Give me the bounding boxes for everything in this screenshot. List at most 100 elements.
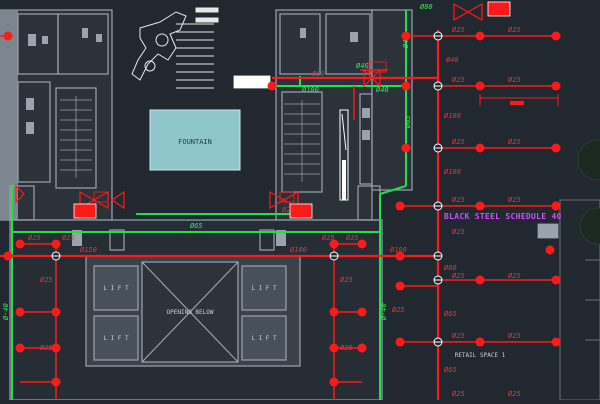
fountain-area (149, 109, 241, 171)
lift-label-d: L I F T (251, 335, 277, 342)
red-pipe-labels: Ø25 Ø25 Ø40 Ø25 Ø25 Ø100 Ø25 Ø25 Ø100 Ø2… (28, 26, 521, 398)
sprinkler-head (357, 239, 367, 249)
sprinkler-head (329, 343, 339, 353)
pipe-size-label: Ø40 (402, 35, 410, 48)
pipe-size-label: Ø25 (452, 228, 465, 236)
pipe-size-label: Ø80 (312, 70, 325, 78)
pump-boxes (73, 1, 559, 239)
sprinkler-head (357, 343, 367, 353)
pipe-size-label: Ø40 (376, 86, 389, 94)
riser-detail-symbol (131, 7, 219, 89)
sprinkler-head (51, 307, 61, 317)
sprinkler-head (551, 275, 561, 285)
pipe-size-label: Ø100 (444, 112, 461, 120)
sprinkler-head (329, 307, 339, 317)
pipe-size-label: Ø25 (452, 332, 465, 340)
pipe-size-label: Ø25 (452, 390, 465, 398)
pipe-size-label: Ø25 (508, 332, 521, 340)
pipe-size-label: Ø25 (62, 234, 75, 242)
sprinkler-head (267, 81, 277, 91)
sprinkler-head (51, 377, 61, 387)
pipe-size-label: Ø-40 (2, 303, 10, 320)
sprinkler-head (51, 343, 61, 353)
pipe-size-label: Ø100 (390, 246, 407, 254)
sprinkler-head (475, 31, 485, 41)
stair-left (60, 96, 92, 178)
sprinkler-head (551, 143, 561, 153)
sprinkler-head (395, 251, 405, 261)
lift-label-a: L I F T (103, 285, 129, 292)
sprinkler-head (401, 143, 411, 153)
pipe-size-label: Ø65 (444, 310, 457, 318)
sprinkler-head (3, 251, 13, 261)
pipe-size-label: Ø100 (302, 86, 319, 94)
sprinkler-head (395, 337, 405, 347)
pipe-size-label: Ø25 (508, 196, 521, 204)
pipe-size-label: Ø40 (356, 62, 369, 70)
pipe-size-label: Ø25 (40, 344, 53, 352)
retail-space-label: RETAIL SPACE 1 (455, 352, 506, 359)
pipe-size-label: Ø25 (340, 276, 353, 284)
sprinkler-head (475, 275, 485, 285)
pipe-size-label: Ø25 (508, 138, 521, 146)
sprinkler-head (475, 81, 485, 91)
pipe-size-label: Ø25 (340, 344, 353, 352)
pipe-size-label: Ø65 (404, 115, 412, 128)
sprinkler-head (551, 337, 561, 347)
sprinkler-heads (3, 31, 561, 387)
landscape-shrubs (577, 139, 600, 245)
sprinkler-head (3, 31, 13, 41)
sprinkler-head (357, 307, 367, 317)
stair-center (284, 100, 320, 182)
sprinkler-head (15, 307, 25, 317)
sprinkler-head (475, 143, 485, 153)
pipe-size-label: Ø25 (452, 138, 465, 146)
lift-label-c: L I F T (251, 285, 277, 292)
sprinkler-head (401, 81, 411, 91)
pipe-size-label: Ø-40 (380, 303, 388, 320)
lift-label-b: L I F T (103, 335, 129, 342)
sprinkler-head (51, 239, 61, 249)
pipe-size-label: Ø25 (452, 26, 465, 34)
sprinkler-head (15, 239, 25, 249)
sprinkler-head (15, 343, 25, 353)
sprinkler-head (545, 245, 555, 255)
pipe-size-label: Ø25 (28, 234, 41, 242)
pipe-size-label: Ø40 (446, 56, 459, 64)
pipe-size-label: Ø25 (508, 272, 521, 280)
sprinkler-head (551, 201, 561, 211)
sprinkler-head (475, 337, 485, 347)
green-piping (11, 10, 407, 400)
sprinkler-head (329, 377, 339, 387)
pipe-size-label: Ø100 (290, 246, 307, 254)
pipe-size-label: Ø25 (346, 234, 359, 242)
pipe-size-label: Ø80 (444, 264, 457, 272)
pipe-size-label: Ø25 (452, 196, 465, 204)
pipe-size-label: Ø25 (508, 26, 521, 34)
pipe-size-label: Ø25 (508, 76, 521, 84)
opening-below-label: OPENING BELOW (167, 309, 214, 316)
pipe-size-label: Ø25 (452, 76, 465, 84)
pipe-size-label: Ø100 (444, 168, 461, 176)
pipe-size-label: Ø25 (40, 276, 53, 284)
pipe-size-label: Ø150 (80, 246, 97, 254)
material-specification-label: BLACK STEEL SCHEDULE 40 (444, 212, 562, 221)
pipe-size-label: Ø25 (282, 206, 295, 214)
hatch-panel (339, 109, 349, 201)
red-piping (0, 30, 559, 400)
pipe-size-label: Ø25 (322, 234, 335, 242)
pipe-size-label: Ø25 (508, 390, 521, 398)
pipe-size-label: Ø25 (452, 272, 465, 280)
pipe-size-label: Ø80 (420, 3, 433, 11)
sprinkler-head (329, 239, 339, 249)
toilet-fixtures-left (26, 28, 102, 134)
fountain-label: FOUNTAIN (178, 138, 212, 146)
sprinkler-head (475, 201, 485, 211)
sprinkler-head (401, 31, 411, 41)
sprinkler-head (395, 281, 405, 291)
pipe-size-label: Ø25 (392, 306, 405, 314)
sprinkler-head (551, 31, 561, 41)
pipe-size-label: Ø65 (444, 366, 457, 374)
